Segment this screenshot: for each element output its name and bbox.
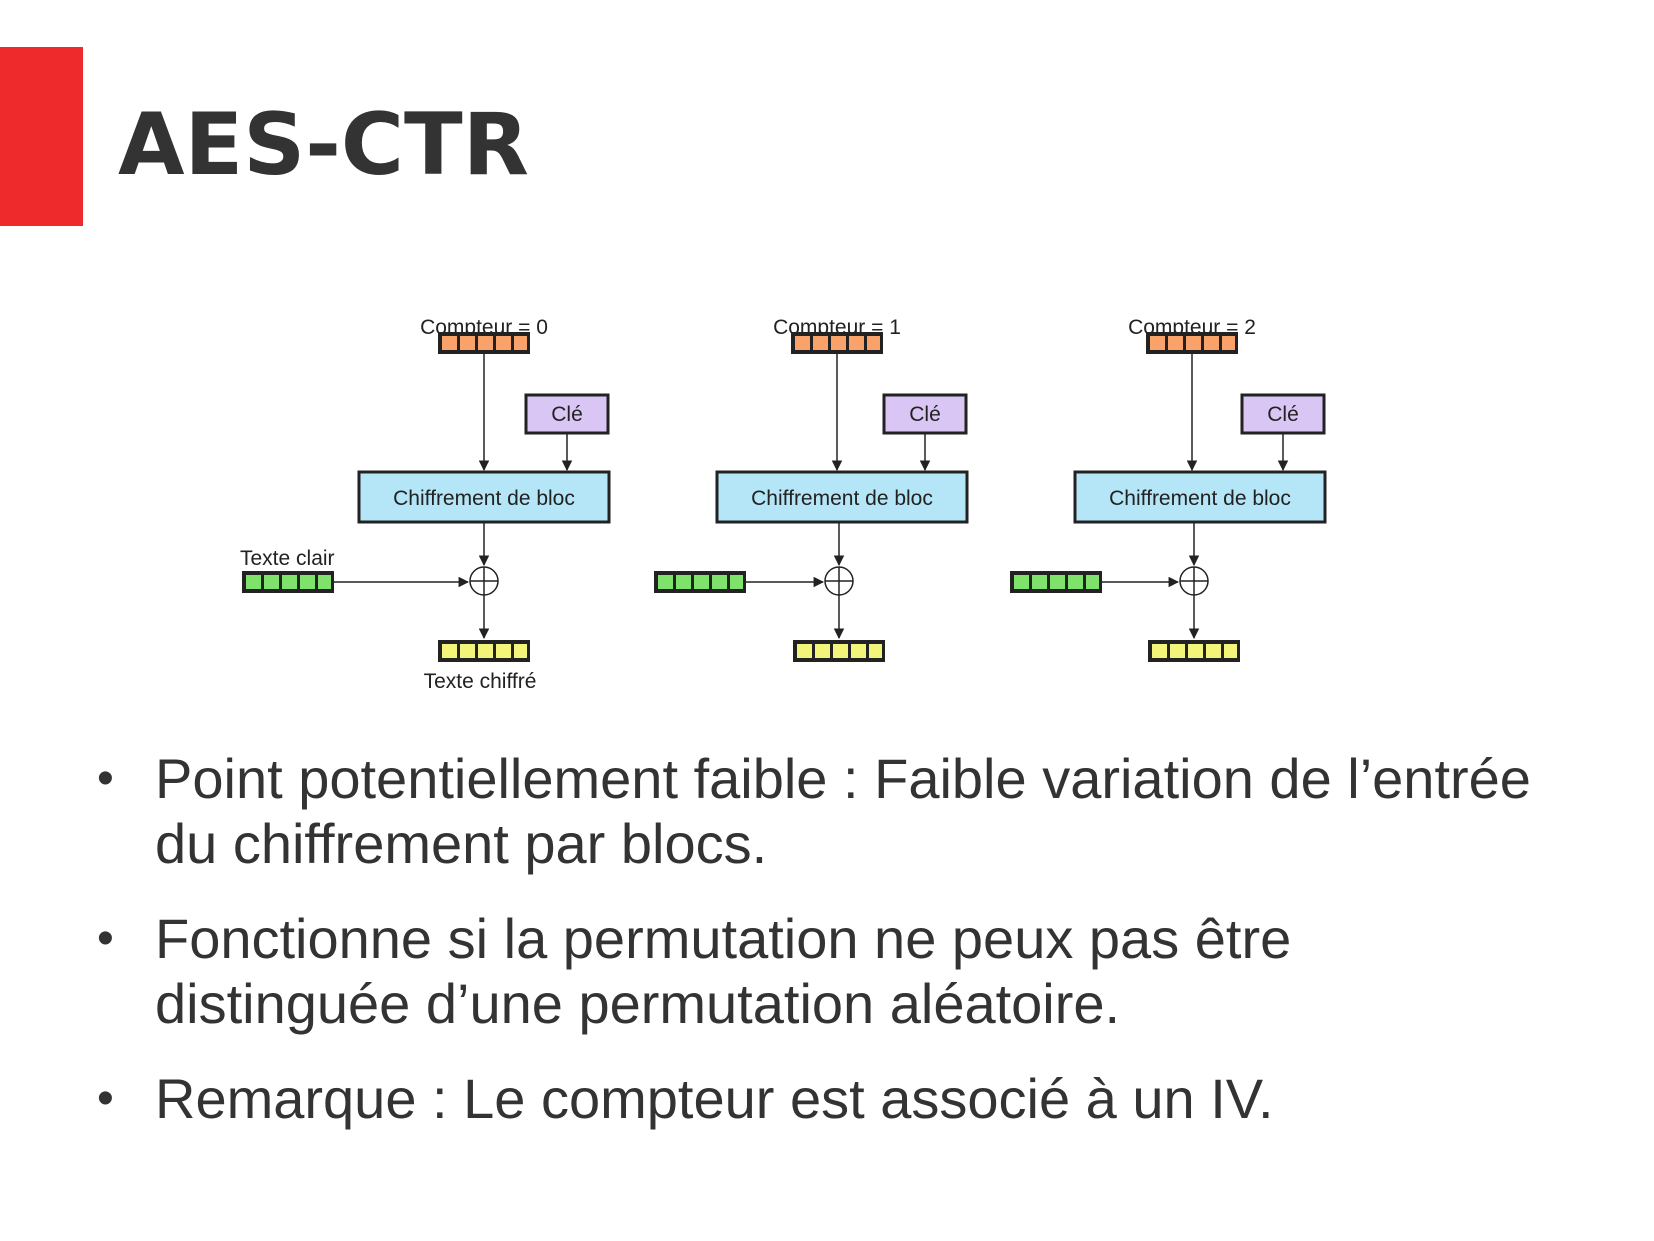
plaintext-block-1 xyxy=(654,571,746,593)
bullet-list: • Point potentiellement faible : Faible … xyxy=(97,746,1537,1161)
plaintext-label: Texte clair xyxy=(240,547,335,570)
key-label-0: Clé xyxy=(551,403,583,426)
ctr-stage-2: Compteur = 2 Clé Chiffrement de bloc xyxy=(1010,316,1327,662)
plaintext-block-0 xyxy=(242,571,334,593)
key-label-2: Clé xyxy=(1267,403,1299,426)
bullet-text: Fonctionne si la permutation ne peux pas… xyxy=(155,907,1292,1035)
ciphertext-block-2 xyxy=(1148,640,1240,662)
ctr-stage-1: Compteur = 1 Clé Chiffrement de bloc xyxy=(654,316,969,662)
cipher-box-1 xyxy=(715,470,969,524)
bullet-text: Point potentiellement faible : Faible va… xyxy=(155,747,1531,875)
plaintext-block-2 xyxy=(1010,571,1102,593)
bullet-item: • Remarque : Le compteur est associé à u… xyxy=(97,1066,1537,1131)
key-label-1: Clé xyxy=(909,403,941,426)
xor-symbol-2 xyxy=(1179,566,1209,596)
counter-block-0 xyxy=(438,332,530,354)
key-box-1 xyxy=(882,393,968,435)
counter-block-2 xyxy=(1146,332,1238,354)
xor-symbol-0 xyxy=(469,566,499,596)
ciphertext-block-1 xyxy=(793,640,885,662)
cipher-label-0: Chiffrement de bloc xyxy=(393,487,575,510)
xor-symbol-1 xyxy=(824,566,854,596)
cipher-label-2: Chiffrement de bloc xyxy=(1109,487,1291,510)
aes-ctr-diagram: Compteur = 0 Clé Chiffrement de bloc Tex… xyxy=(240,316,1327,693)
bullet-marker: • xyxy=(97,1072,114,1125)
cipher-box-2 xyxy=(1073,470,1327,524)
title-accent-bar xyxy=(0,47,83,226)
bullet-marker: • xyxy=(97,912,114,965)
bullet-item: • Point potentiellement faible : Faible … xyxy=(97,746,1537,876)
slide-title: AES-CTR xyxy=(118,95,529,195)
ciphertext-block-0 xyxy=(438,640,530,662)
ctr-stage-0: Compteur = 0 Clé Chiffrement de bloc Tex… xyxy=(240,316,611,693)
bullet-item: • Fonctionne si la permutation ne peux p… xyxy=(97,906,1537,1036)
ciphertext-label: Texte chiffré xyxy=(424,670,537,693)
bullet-text: Remarque : Le compteur est associé à un … xyxy=(155,1067,1274,1130)
cipher-label-1: Chiffrement de bloc xyxy=(751,487,933,510)
bullet-marker: • xyxy=(97,752,114,805)
counter-block-1 xyxy=(791,332,883,354)
